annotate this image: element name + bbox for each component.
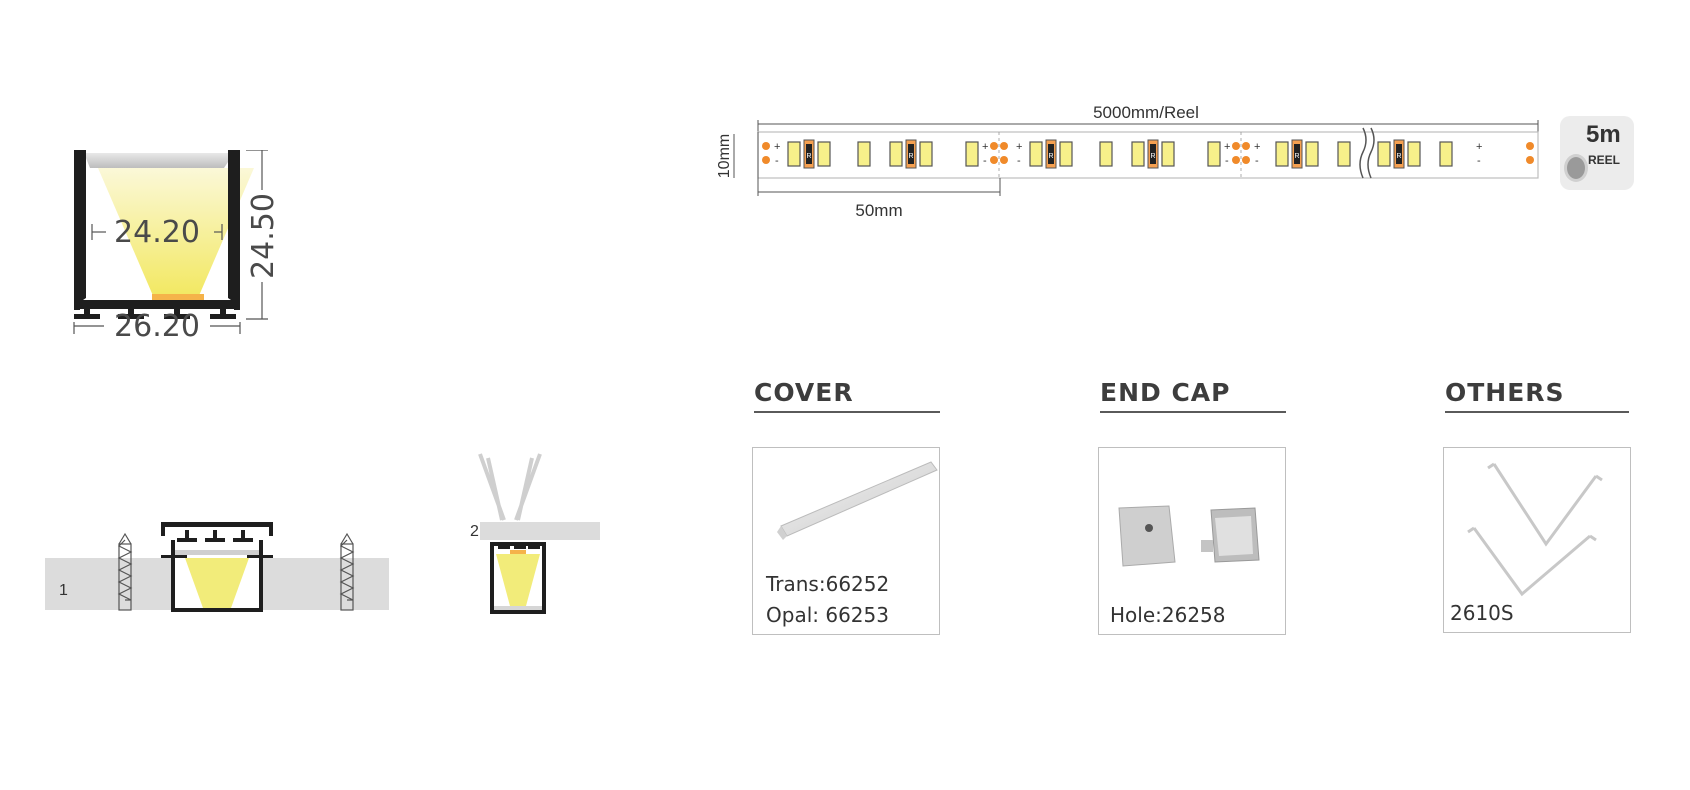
minus-sign: - (775, 155, 779, 167)
mounting-board (480, 522, 600, 540)
cover-trans-code: Trans:66252 (766, 572, 890, 596)
minus-sign: - (983, 155, 987, 167)
led-chip (889, 141, 903, 167)
reel-icon (1564, 154, 1588, 182)
cover-image (777, 461, 938, 540)
minus-sign: - (1225, 155, 1229, 167)
installation-suspended: 2 (470, 453, 600, 614)
strip-length-label: 5000mm/Reel (1093, 103, 1199, 122)
resistor-mark: R (1150, 153, 1155, 160)
section-rule-cover (754, 411, 940, 413)
led-chip (1305, 141, 1319, 167)
resistor-mark: R (1294, 153, 1299, 160)
diffuser-cover (84, 153, 234, 168)
others-card: 2610S (1443, 447, 1631, 633)
solder-pad (1000, 142, 1008, 150)
led-chip (1439, 141, 1453, 167)
plus-sign: + (774, 141, 780, 153)
solder-pad (1526, 156, 1534, 164)
installation-2-number: 2 (470, 523, 479, 540)
reel-label: REEL (1588, 153, 1621, 167)
section-rule-others (1445, 411, 1629, 413)
solder-pad (762, 142, 770, 150)
mini-beam-2 (496, 554, 540, 606)
others-clip-code: 2610S (1450, 601, 1514, 625)
ceiling-panel-left (45, 558, 171, 610)
solder-pad (990, 142, 998, 150)
end-cap-card: Hole:26258 (1098, 447, 1286, 635)
led-chip (1059, 141, 1073, 167)
solder-pad (762, 156, 770, 164)
outer-width-label: 26.20 (114, 309, 200, 344)
solder-pad (1526, 142, 1534, 150)
profile-base (80, 300, 234, 309)
plus-sign: + (1224, 141, 1230, 153)
installation-recessed: 1 (45, 522, 389, 612)
solder-pad (1242, 156, 1250, 164)
screw-right (339, 532, 355, 611)
section-title-end-cap: END CAP (1100, 378, 1231, 407)
section-title-cover: COVER (754, 378, 854, 407)
solder-pad (1000, 156, 1008, 164)
led-chip (1275, 141, 1289, 167)
led-chip (1131, 141, 1145, 167)
strip-width-label: 10mm (716, 134, 733, 178)
led-chip (857, 141, 871, 167)
cover-opal-code: Opal: 66253 (766, 603, 889, 627)
height-label: 24.50 (246, 193, 281, 279)
led-chip (1407, 141, 1421, 167)
led-chip (1207, 141, 1221, 167)
resistor-mark: R (806, 153, 811, 160)
led-chip (787, 141, 801, 167)
plus-sign: + (982, 141, 988, 153)
plus-sign: + (1254, 141, 1260, 153)
led-chip (152, 294, 204, 301)
cut-length-label: 50mm (855, 201, 902, 220)
solder-pad (1242, 142, 1250, 150)
break-mark (1359, 127, 1375, 179)
mini-beam-1 (185, 558, 249, 608)
solder-pad (1232, 156, 1240, 164)
screw-left (117, 532, 133, 611)
mounting-clip-image (1467, 462, 1603, 597)
led-chip (1337, 141, 1351, 167)
end-cap-image (1118, 505, 1260, 567)
solder-pad (990, 156, 998, 164)
led-chip (817, 141, 831, 167)
resistor-mark: R (1048, 153, 1053, 160)
section-rule-end-cap (1100, 411, 1286, 413)
reel-badge: 5m REEL (1560, 116, 1634, 190)
plus-sign: + (1476, 141, 1482, 153)
reel-length: 5m (1586, 121, 1621, 148)
solder-pad (1232, 142, 1240, 150)
resistor-mark: R (1396, 153, 1401, 160)
section-title-others: OTHERS (1445, 378, 1565, 407)
led-chip (1161, 141, 1175, 167)
led-chip (919, 141, 933, 167)
spring-clip (478, 453, 542, 521)
minus-sign: - (1255, 155, 1259, 167)
led-strip-drawing: 5000mm/Reel 10mm + - R R + - + - R R + - + - R R + - 50mm (716, 103, 1539, 220)
led-chip (965, 141, 979, 167)
cover-card: Trans:66252 Opal: 66253 (752, 447, 940, 635)
ceiling-panel-right (263, 558, 389, 610)
minus-sign: - (1017, 155, 1021, 167)
led-chip (1099, 141, 1113, 167)
profile-right-wall (228, 150, 240, 310)
inner-width-label: 24.20 (114, 215, 200, 250)
light-beam (98, 168, 254, 298)
profile-cross-section: 24.20 24.50 26.20 (73, 150, 281, 344)
resistor-mark: R (908, 153, 913, 160)
installation-1-number: 1 (59, 582, 68, 599)
led-chip (1377, 141, 1391, 167)
plus-sign: + (1016, 141, 1022, 153)
profile-left-wall (74, 150, 86, 310)
led-chip (1029, 141, 1043, 167)
minus-sign: - (1477, 155, 1481, 167)
end-cap-hole-code: Hole:26258 (1110, 603, 1226, 627)
